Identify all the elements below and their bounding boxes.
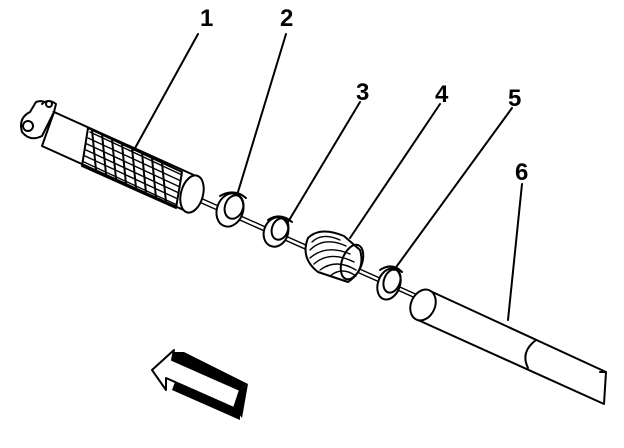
- spline-grooves: [83, 129, 183, 206]
- direction-arrow-icon: [151, 349, 248, 420]
- part-3-ring: [262, 215, 293, 248]
- callout-6: 6: [515, 159, 528, 186]
- leader-6: [507, 183, 523, 321]
- yoke-ear: [20, 100, 57, 140]
- leader-lines: [133, 33, 523, 321]
- part-2-ring: [215, 191, 247, 228]
- callout-3: 3: [356, 79, 369, 106]
- leader-1: [133, 33, 199, 151]
- callout-5: 5: [508, 85, 521, 112]
- callout-2: 2: [280, 5, 293, 32]
- callout-1: 1: [200, 5, 213, 32]
- leader-3: [287, 101, 361, 223]
- part-1-splined-yoke: [20, 100, 205, 214]
- callout-labels: 1 2 3 4 5 6: [200, 5, 528, 186]
- leader-2: [237, 33, 287, 193]
- leader-5: [393, 107, 513, 271]
- part-4-spring: [304, 230, 365, 283]
- callout-4: 4: [435, 81, 449, 108]
- part-6-tube: [409, 288, 607, 405]
- leader-4: [349, 103, 441, 239]
- part-5-ring: [376, 265, 403, 301]
